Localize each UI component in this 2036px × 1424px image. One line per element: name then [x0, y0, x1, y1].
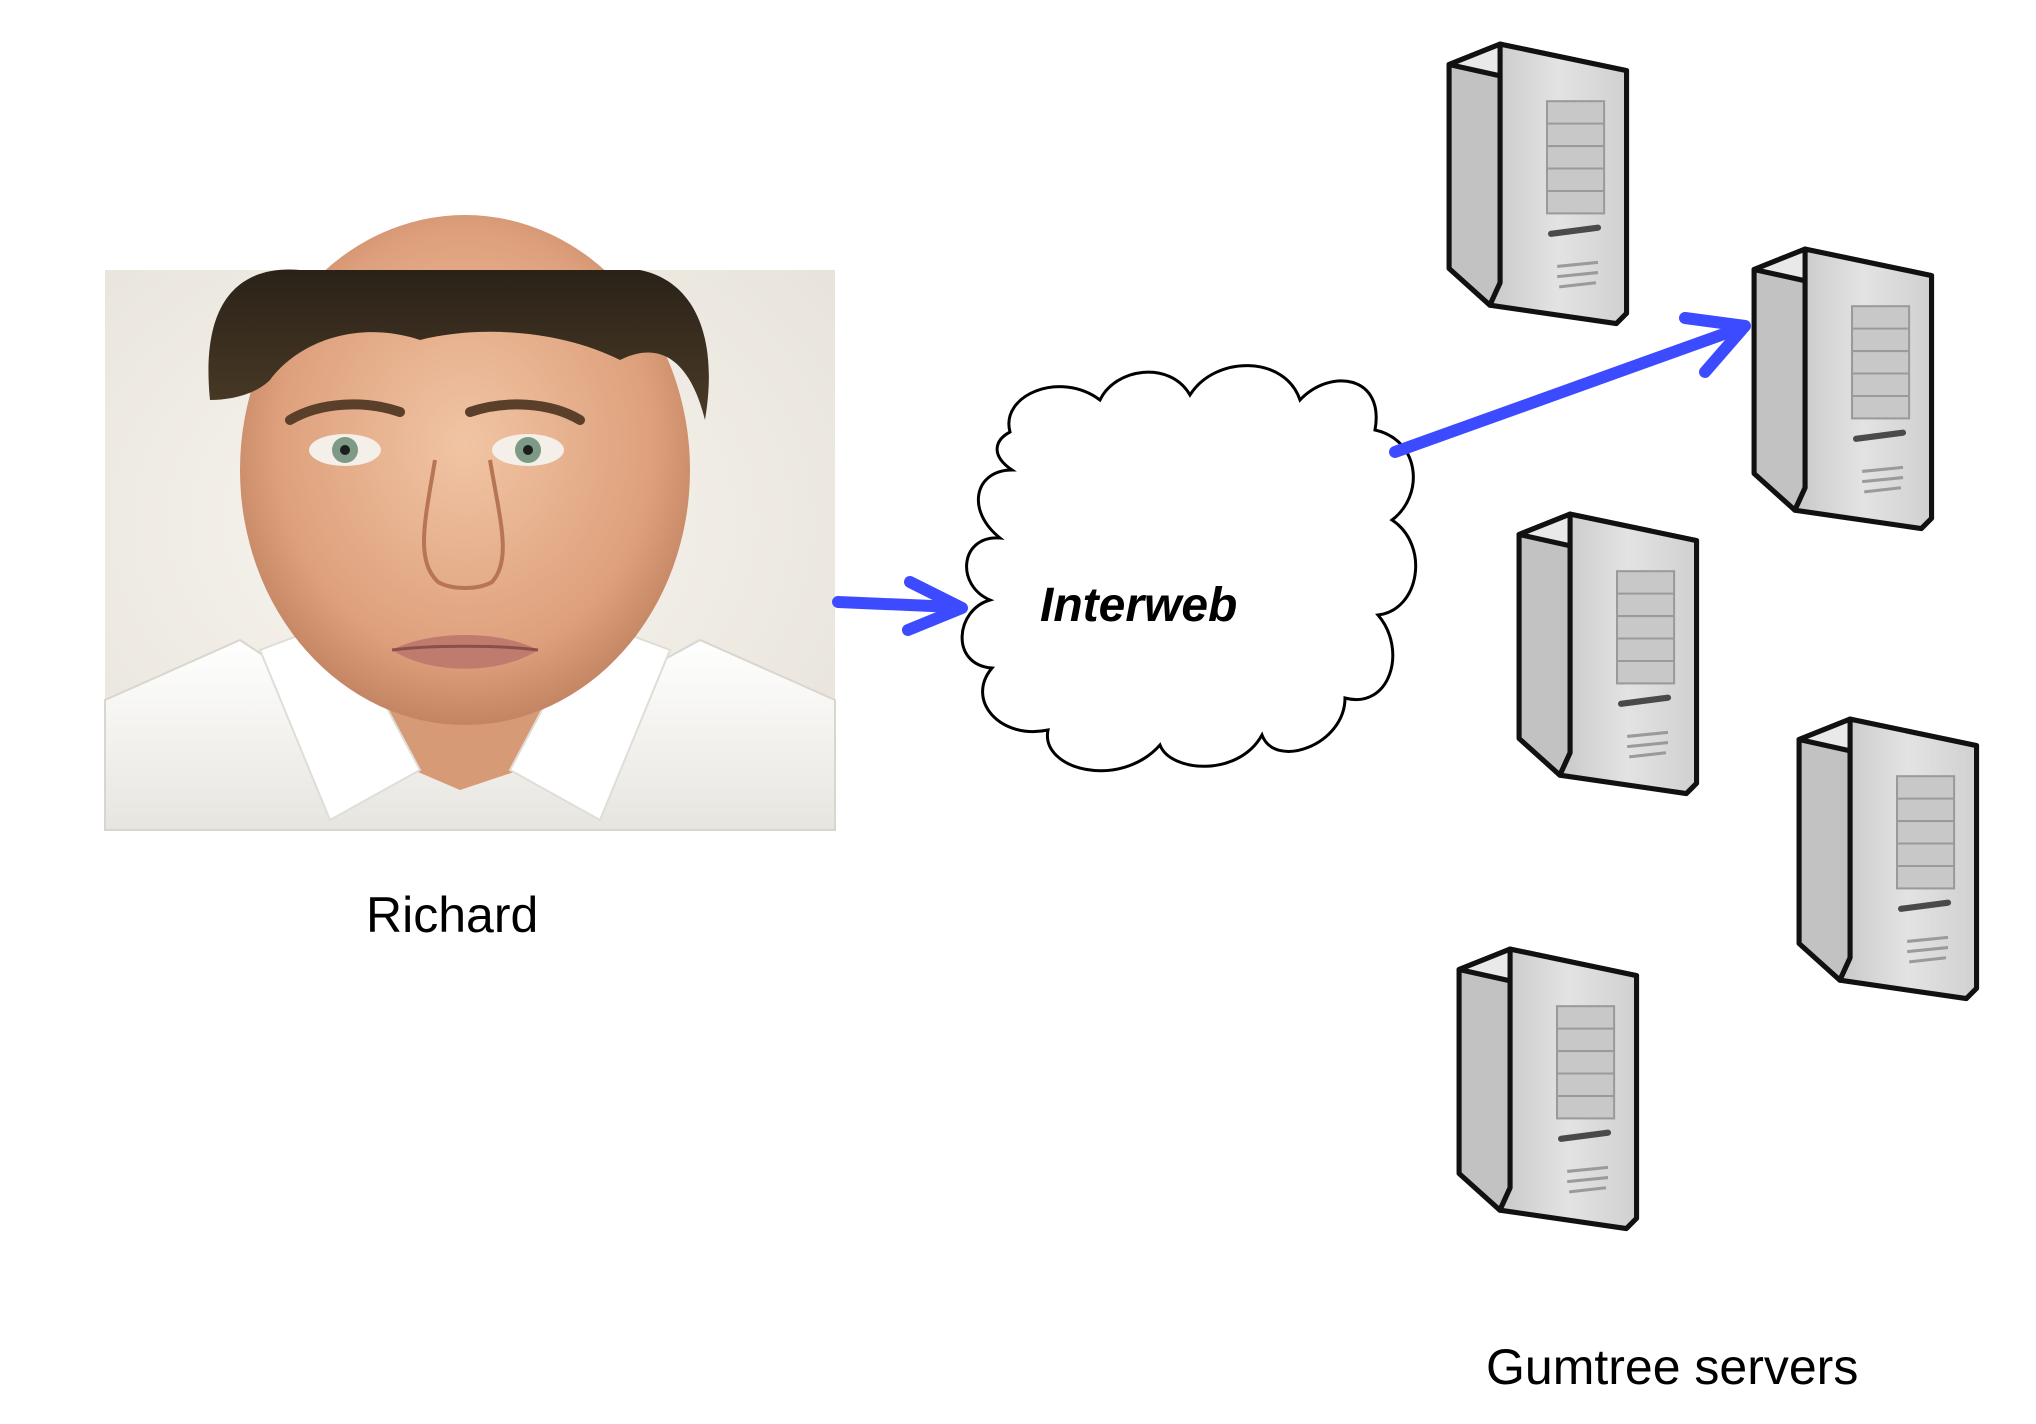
person-photo: [104, 215, 836, 831]
cloud-label: Interweb: [1040, 579, 1238, 632]
server-icon-5: [1459, 949, 1636, 1228]
server-icon-3: [1519, 514, 1696, 793]
server-icon-4: [1799, 719, 1976, 998]
arrow-person-to-cloud: [832, 576, 968, 636]
person-label: Richard: [366, 887, 539, 943]
cloud-icon: [960, 364, 1418, 773]
arrow-cloud-to-server: [1389, 312, 1751, 458]
servers-label: Gumtree servers: [1486, 1339, 1859, 1395]
server-icon-2: [1754, 249, 1931, 528]
server-icon-1: [1449, 44, 1626, 323]
